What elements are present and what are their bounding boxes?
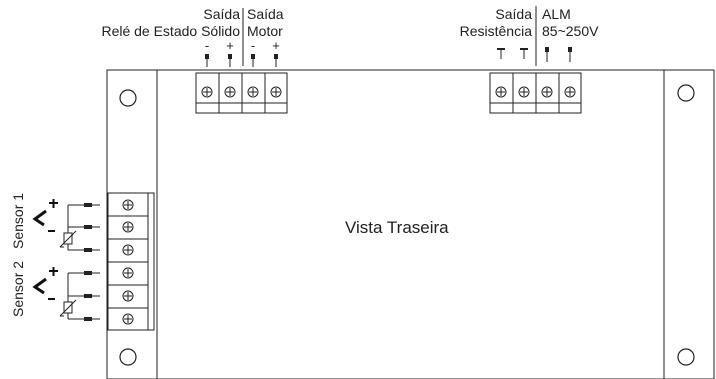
- relay-output-label-line2: Relé de Estado Sólido: [101, 23, 240, 39]
- pin-stub: [84, 294, 100, 298]
- screw-terminal: [122, 244, 134, 256]
- sensor-2-thermocouple-symbol: [32, 267, 84, 300]
- mounting-hole-bottom-right: [677, 348, 695, 366]
- screw-terminal: [122, 313, 134, 325]
- sensor-2-label: Sensor 2: [10, 260, 26, 317]
- pin-stub: [568, 47, 572, 62]
- screw-terminal: [224, 86, 236, 98]
- pin-stub: [205, 54, 209, 67]
- pin-stub: [520, 48, 528, 59]
- polarity-plus: +: [272, 38, 280, 53]
- sensor-2-rtd-symbol: [59, 296, 84, 320]
- screw-terminal: [122, 290, 134, 302]
- pin-stub: [84, 248, 100, 252]
- motor-output-label-line1: Saída: [247, 6, 284, 22]
- sensor-1-rtd-symbol: [59, 227, 84, 251]
- screw-terminal: [122, 267, 134, 279]
- pin-stub: [251, 54, 255, 67]
- pin-stub: [84, 203, 100, 207]
- resistance-output-label-line2: Resistência: [459, 23, 532, 39]
- sensor-1-thermocouple-symbol: [32, 199, 84, 232]
- mounting-hole-top-right: [677, 84, 695, 102]
- polarity-minus: -: [250, 38, 256, 53]
- alarm-label-line2: 85~250V: [542, 23, 599, 39]
- relay-output-label-line1: Saída: [203, 6, 240, 22]
- terminal-block-sensors: [107, 192, 155, 331]
- pin-stub: [84, 271, 100, 275]
- pin-stub: [545, 47, 549, 62]
- resistance-output-label-line1: Saída: [495, 6, 532, 22]
- pin-stub: [228, 54, 232, 67]
- screw-terminal: [247, 86, 259, 98]
- view-title: Vista Traseira: [345, 218, 449, 237]
- screw-terminal: [495, 86, 507, 98]
- mounting-hole-top-left: [119, 89, 137, 107]
- screw-terminal: [541, 86, 553, 98]
- screw-terminal: [122, 221, 134, 233]
- enclosure-outer: [106, 69, 715, 379]
- polarity-plus: +: [226, 38, 234, 53]
- motor-output-label-line2: Motor: [247, 23, 283, 39]
- screw-terminal: [201, 86, 213, 98]
- pin-stub: [497, 48, 505, 59]
- sensor-1-label: Sensor 1: [10, 192, 26, 249]
- alarm-label-line1: ALM: [542, 6, 571, 22]
- polarity-minus: -: [204, 38, 210, 53]
- mounting-hole-bottom-left: [119, 348, 137, 366]
- screw-terminal: [270, 86, 282, 98]
- screw-terminal: [518, 86, 530, 98]
- screw-terminal: [122, 199, 134, 211]
- pin-stub: [84, 225, 100, 229]
- pin-stub: [84, 317, 100, 321]
- screw-terminal: [564, 86, 576, 98]
- pin-stub: [274, 54, 278, 67]
